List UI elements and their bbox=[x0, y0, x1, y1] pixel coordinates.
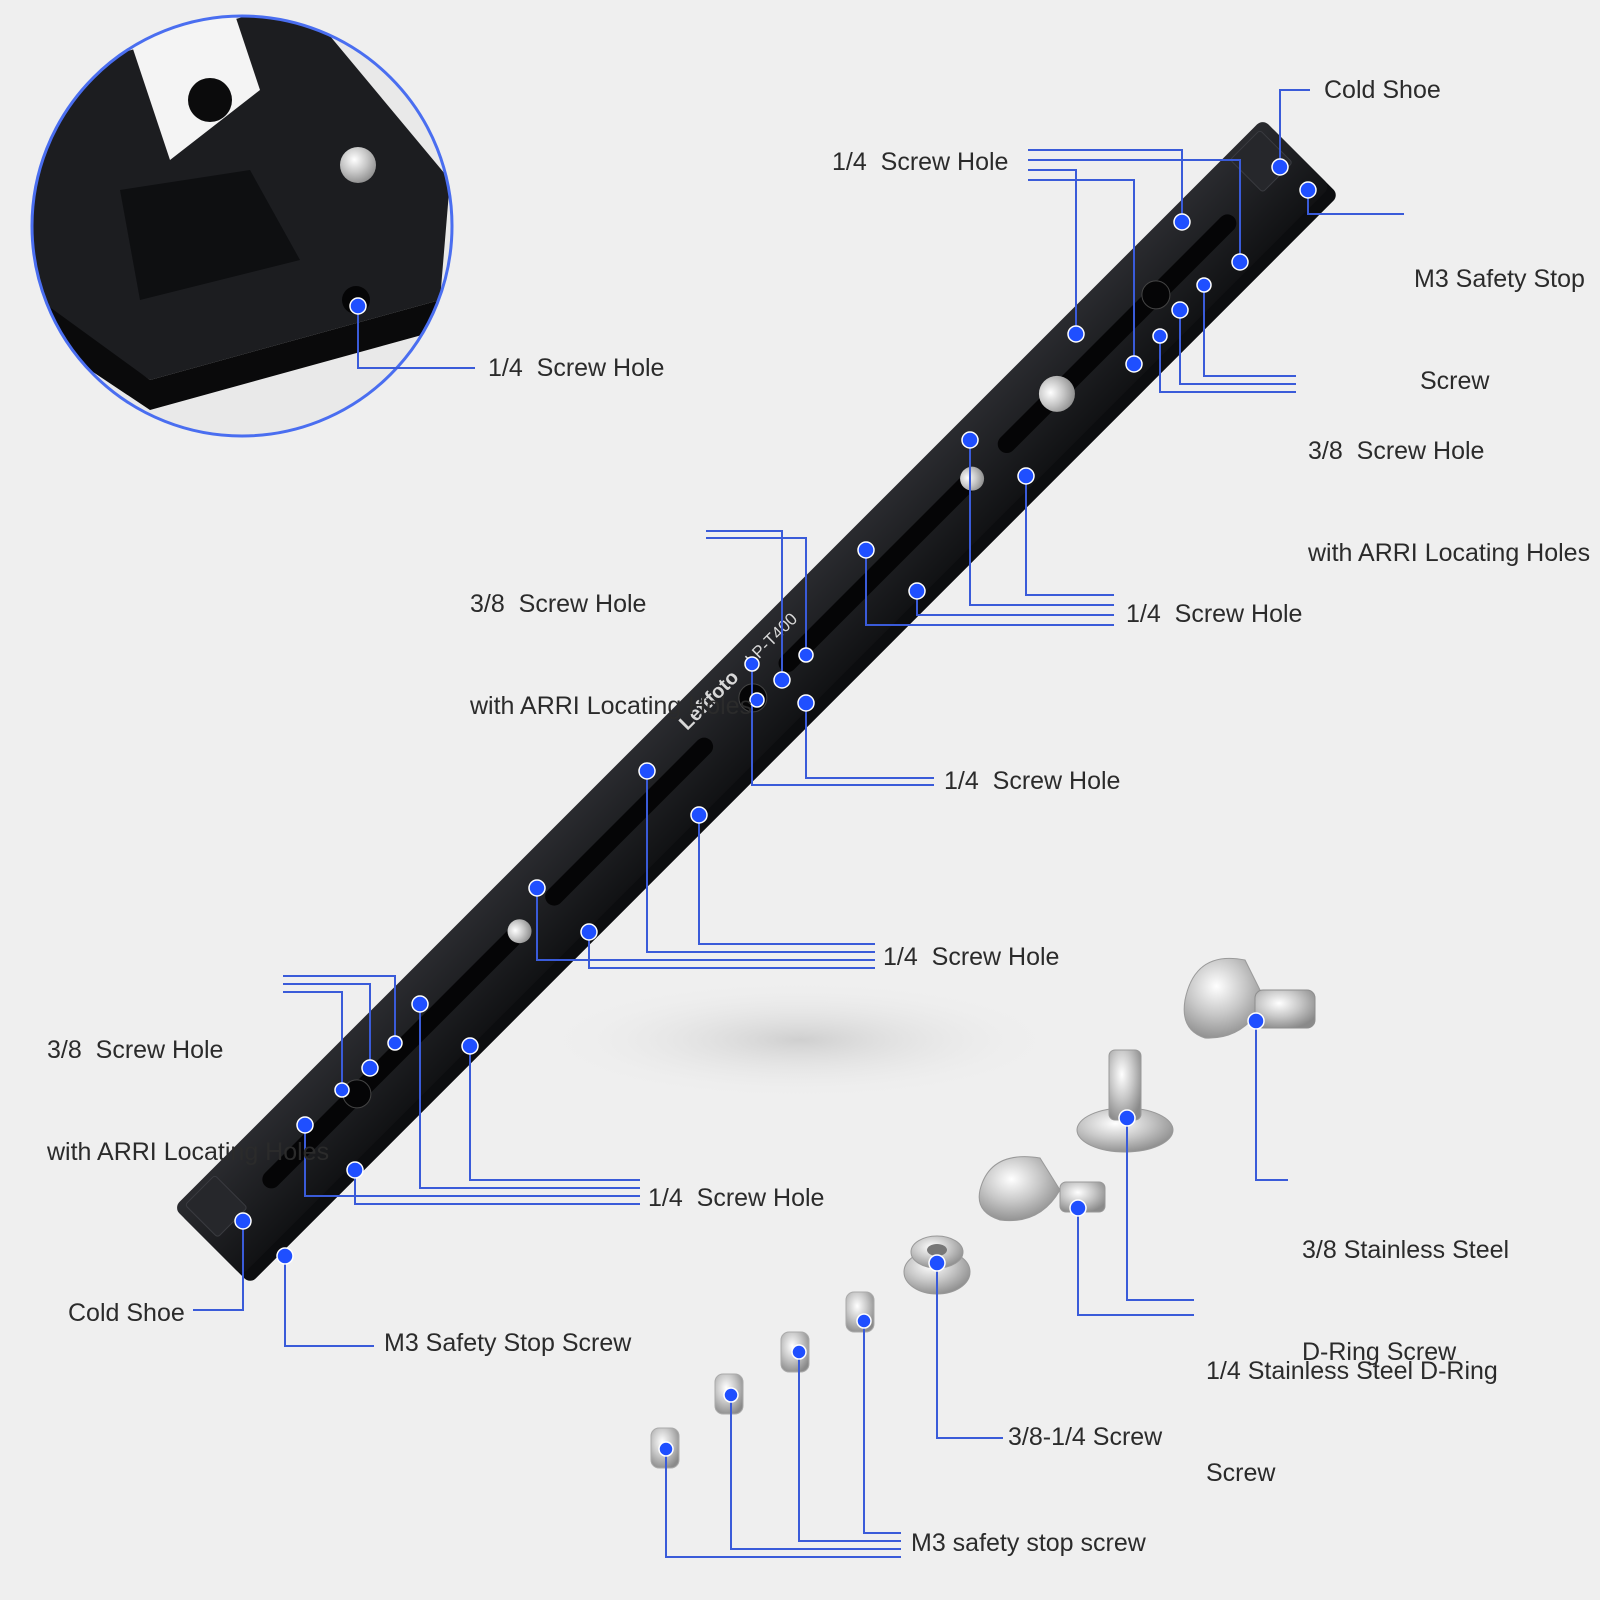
label-cold-shoe-bottom: Cold Shoe bbox=[68, 1299, 185, 1327]
d-ring-38-screw bbox=[1183, 957, 1316, 1039]
label-quarter-screw-lower-center: 1/4 Screw Hole bbox=[883, 943, 1060, 971]
slot-1 bbox=[262, 928, 523, 1189]
label-d-ring-14: 1/4 Stainless Steel D-Ring Screw bbox=[1206, 1357, 1498, 1487]
d-ring-14-screw bbox=[978, 1156, 1106, 1222]
label-arri-top: 3/8 Screw Hole with ARRI Locating Holes bbox=[1308, 437, 1591, 567]
accessories bbox=[650, 957, 1316, 1469]
slot-2 bbox=[545, 737, 714, 906]
cold-shoe-notch-bottom bbox=[185, 1175, 247, 1237]
label-quarter-screw-bottom: 1/4 Screw Hole bbox=[648, 1184, 825, 1212]
inset-closeup bbox=[30, 14, 454, 438]
label-inset-quarter-screw-hole: 1/4 Screw Hole bbox=[488, 354, 665, 382]
label-quarter-screw-center: 1/4 Screw Hole bbox=[944, 767, 1121, 795]
slot-stop-screw-2 bbox=[960, 466, 985, 491]
slot-stop-screw-1 bbox=[507, 919, 532, 944]
three-eighths-hole-3 bbox=[1141, 280, 1171, 310]
label-m3-stop-bottom: M3 Safety Stop Screw bbox=[384, 1329, 632, 1357]
label-quarter-screw-upper-right: 1/4 Screw Hole bbox=[1126, 600, 1303, 628]
label-arri-mid: 3/8 Screw Hole with ARRI Locating Holes bbox=[470, 590, 753, 720]
label-cold-shoe-top: Cold Shoe bbox=[1324, 76, 1441, 104]
callout-lines bbox=[193, 89, 1404, 1558]
label-arri-left: 3/8 Screw Hole with ARRI Locating Holes bbox=[47, 1036, 330, 1166]
slot-3 bbox=[778, 476, 975, 673]
label-quarter-screw-top: 1/4 Screw Hole bbox=[832, 148, 1009, 176]
d-ring-14-screw-upright bbox=[1076, 1049, 1174, 1153]
three-eighths-hole-1 bbox=[342, 1079, 372, 1109]
label-adapter-screw: 3/8-1/4 Screw bbox=[1008, 1423, 1163, 1451]
label-m3-safety-screws: M3 safety stop screw bbox=[911, 1529, 1146, 1557]
label-d-ring-38: 3/8 Stainless Steel D-Ring Screw bbox=[1302, 1236, 1510, 1366]
cold-shoe-notch-top bbox=[1230, 130, 1292, 192]
callout-dots bbox=[234, 158, 1317, 1457]
slot-stop-screw-3 bbox=[1038, 375, 1075, 412]
plate-shadow bbox=[540, 980, 1060, 1100]
label-m3-stop-top: M3 Safety Stop Screw bbox=[1414, 265, 1585, 395]
